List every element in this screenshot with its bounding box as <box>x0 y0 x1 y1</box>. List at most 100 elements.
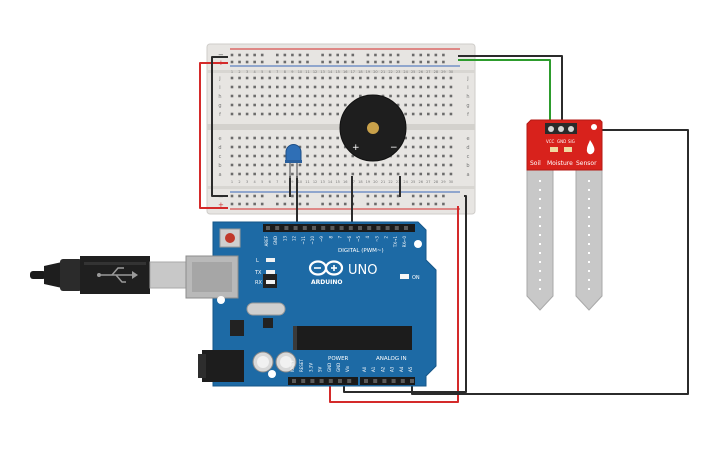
breadboard-hole[interactable] <box>328 136 332 140</box>
breadboard-hole[interactable] <box>411 163 415 167</box>
breadboard-hole[interactable] <box>328 76 332 80</box>
breadboard-hole[interactable] <box>434 163 438 167</box>
breadboard-hole[interactable] <box>449 103 453 107</box>
breadboard-hole[interactable] <box>245 163 249 167</box>
rail-hole[interactable] <box>283 60 287 64</box>
breadboard-hole[interactable] <box>404 112 407 116</box>
rail-hole[interactable] <box>283 194 287 198</box>
breadboard-hole[interactable] <box>268 94 272 98</box>
breadboard-hole[interactable] <box>411 145 415 149</box>
breadboard-hole[interactable] <box>276 103 279 107</box>
breadboard-hole[interactable] <box>434 112 438 116</box>
rail-hole[interactable] <box>419 60 423 64</box>
header-pin[interactable] <box>394 226 399 230</box>
breadboard-hole[interactable] <box>404 163 407 167</box>
rail-hole[interactable] <box>343 194 347 198</box>
rail-hole[interactable] <box>253 202 256 206</box>
breadboard-hole[interactable] <box>260 76 264 80</box>
breadboard-hole[interactable] <box>381 163 385 167</box>
breadboard-hole[interactable] <box>328 154 332 158</box>
breadboard-hole[interactable] <box>321 172 324 176</box>
breadboard-hole[interactable] <box>442 145 445 149</box>
breadboard-hole[interactable] <box>449 145 453 149</box>
breadboard-hole[interactable] <box>366 76 370 80</box>
breadboard-hole[interactable] <box>276 145 279 149</box>
breadboard-hole[interactable] <box>268 112 272 116</box>
rail-hole[interactable] <box>389 194 392 198</box>
breadboard-hole[interactable] <box>328 145 332 149</box>
breadboard-hole[interactable] <box>411 112 415 116</box>
breadboard-hole[interactable] <box>245 85 249 89</box>
header-pin[interactable] <box>284 226 289 230</box>
breadboard-hole[interactable] <box>298 76 302 80</box>
breadboard-hole[interactable] <box>245 94 249 98</box>
rail-hole[interactable] <box>283 53 287 57</box>
breadboard-hole[interactable] <box>389 85 392 89</box>
rail-hole[interactable] <box>336 194 339 198</box>
breadboard-hole[interactable] <box>396 85 400 89</box>
breadboard-hole[interactable] <box>283 94 287 98</box>
breadboard-hole[interactable] <box>298 112 302 116</box>
breadboard-hole[interactable] <box>313 163 317 167</box>
breadboard-hole[interactable] <box>260 145 264 149</box>
breadboard-hole[interactable] <box>427 154 430 158</box>
sensor-pins[interactable]: VCC GND SIG <box>545 123 577 144</box>
breadboard-hole[interactable] <box>238 103 241 107</box>
header-pin[interactable] <box>302 226 307 230</box>
breadboard-hole[interactable] <box>419 145 423 149</box>
breadboard-hole[interactable] <box>238 85 241 89</box>
breadboard-hole[interactable] <box>336 103 339 107</box>
breadboard-hole[interactable] <box>359 163 362 167</box>
rail-hole[interactable] <box>389 53 392 57</box>
breadboard-hole[interactable] <box>291 85 294 89</box>
breadboard-hole[interactable] <box>276 76 279 80</box>
breadboard-hole[interactable] <box>260 154 264 158</box>
breadboard-hole[interactable] <box>291 163 294 167</box>
breadboard-hole[interactable] <box>427 172 430 176</box>
breadboard-hole[interactable] <box>253 154 256 158</box>
breadboard-hole[interactable] <box>442 154 445 158</box>
rail-hole[interactable] <box>381 60 385 64</box>
breadboard-hole[interactable] <box>411 76 415 80</box>
breadboard-hole[interactable] <box>230 145 234 149</box>
breadboard-hole[interactable] <box>238 76 241 80</box>
breadboard-hole[interactable] <box>449 136 453 140</box>
header-pin[interactable] <box>312 226 316 230</box>
breadboard-hole[interactable] <box>313 94 317 98</box>
breadboard-hole[interactable] <box>291 172 294 176</box>
breadboard-hole[interactable] <box>351 172 355 176</box>
breadboard-hole[interactable] <box>419 76 423 80</box>
breadboard-hole[interactable] <box>238 163 241 167</box>
arduino-uno[interactable]: ON L TX RX ARDUINO UNO DIGITAL (PWM~) PO… <box>185 221 437 387</box>
rail-hole[interactable] <box>276 194 279 198</box>
breadboard-hole[interactable] <box>411 154 415 158</box>
header-pin[interactable] <box>319 379 324 383</box>
rail-hole[interactable] <box>291 53 294 57</box>
rail-hole[interactable] <box>434 60 438 64</box>
breadboard-hole[interactable] <box>291 103 294 107</box>
breadboard-hole[interactable] <box>359 94 362 98</box>
rail-hole[interactable] <box>442 202 445 206</box>
breadboard-hole[interactable] <box>230 76 234 80</box>
rail-hole[interactable] <box>366 194 370 198</box>
breadboard-hole[interactable] <box>306 76 309 80</box>
rail-hole[interactable] <box>291 202 294 206</box>
breadboard-hole[interactable] <box>298 103 302 107</box>
rail-hole[interactable] <box>245 202 249 206</box>
breadboard-hole[interactable] <box>389 94 392 98</box>
breadboard-hole[interactable] <box>419 163 423 167</box>
breadboard-hole[interactable] <box>306 94 309 98</box>
breadboard-hole[interactable] <box>253 112 256 116</box>
header-pin[interactable] <box>338 379 342 383</box>
breadboard-hole[interactable] <box>359 172 362 176</box>
breadboard-hole[interactable] <box>313 154 317 158</box>
soil-moisture-sensor[interactable]: VCC GND SIG Soil Moisture Sensor <box>526 119 603 311</box>
breadboard-hole[interactable] <box>291 94 294 98</box>
breadboard-hole[interactable] <box>313 112 317 116</box>
breadboard-hole[interactable] <box>427 76 430 80</box>
rail-hole[interactable] <box>419 194 423 198</box>
breadboard-hole[interactable] <box>449 163 453 167</box>
breadboard-hole[interactable] <box>419 85 423 89</box>
breadboard-hole[interactable] <box>343 103 347 107</box>
breadboard-hole[interactable] <box>374 172 377 176</box>
